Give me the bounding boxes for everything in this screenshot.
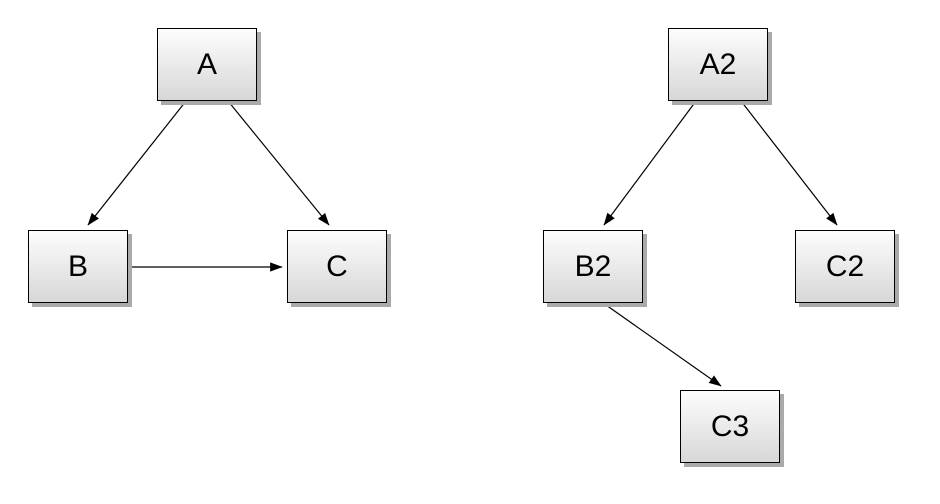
node-B[interactable]: B (28, 230, 128, 303)
node-A2-label: A2 (699, 47, 737, 81)
node-C3[interactable]: C3 (680, 390, 780, 463)
edge-A2-B2 (603, 100, 697, 226)
node-C3-label: C3 (710, 409, 750, 443)
node-A[interactable]: A (157, 28, 257, 101)
node-C-label: C (326, 249, 348, 283)
node-A-label: A (196, 47, 217, 81)
node-C2[interactable]: C2 (795, 230, 895, 303)
node-C2-label: C2 (825, 249, 865, 283)
node-B-label: B (67, 249, 88, 283)
node-C[interactable]: C (287, 230, 387, 303)
node-A2[interactable]: A2 (668, 28, 768, 101)
edge-A-B (87, 100, 187, 226)
edge-A2-C2 (740, 100, 838, 226)
node-B2-label: B2 (574, 249, 612, 283)
edge-B2-C3 (605, 304, 722, 387)
node-B2[interactable]: B2 (543, 230, 643, 303)
edge-A-C (227, 100, 330, 226)
